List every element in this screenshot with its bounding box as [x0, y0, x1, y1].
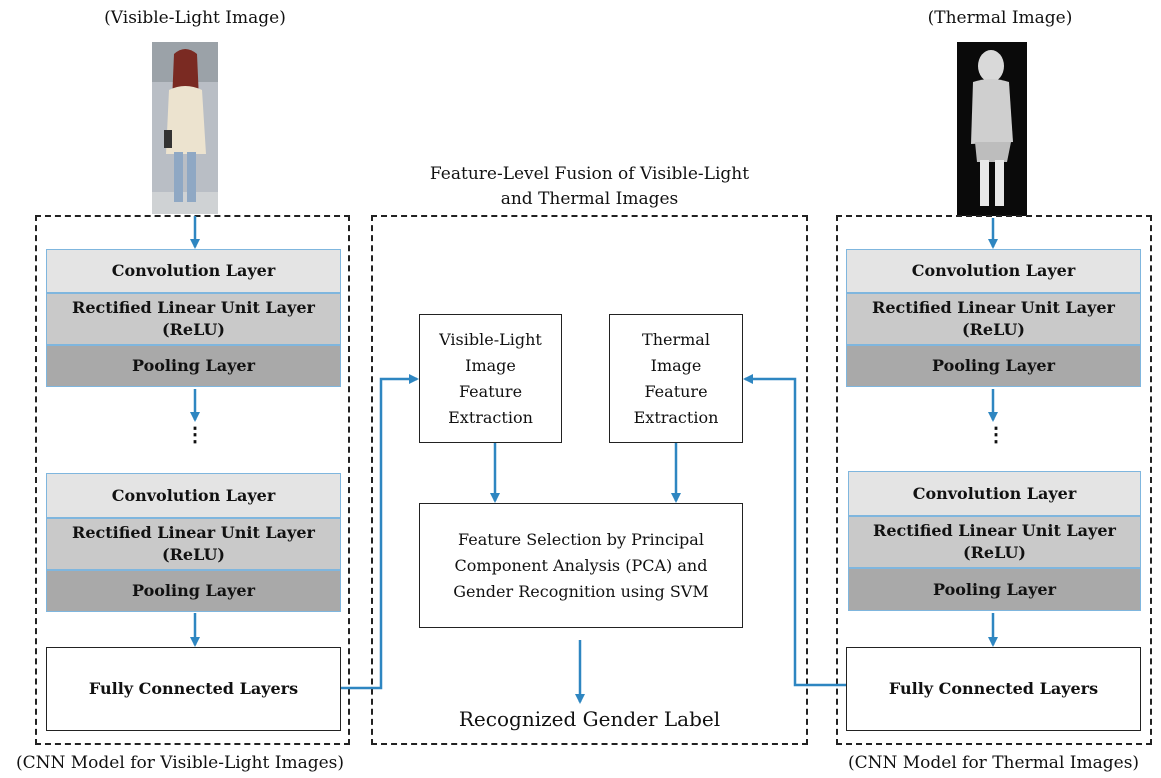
visible-cnn-caption: (CNN Model for Visible-Light Images) [15, 753, 345, 773]
feature-selection-svm-box: Feature Selection by Principal Component… [419, 503, 743, 628]
thermal-cnn-container [836, 215, 1152, 745]
right-relu-layer-2: Rectified Linear Unit Layer (ReLU) [848, 516, 1141, 568]
left-pooling-layer-1: Pooling Layer [46, 345, 341, 387]
thermal-image-caption: (Thermal Image) [927, 8, 1073, 28]
right-convolution-layer-2: Convolution Layer [848, 471, 1141, 516]
right-relu-layer-1: Rectified Linear Unit Layer (ReLU) [846, 293, 1141, 345]
left-relu-layer-2: Rectified Linear Unit Layer (ReLU) [46, 518, 341, 570]
right-pooling-layer-1: Pooling Layer [846, 345, 1141, 387]
right-pooling-layer-2: Pooling Layer [848, 568, 1141, 611]
visible-light-person-image [152, 42, 218, 214]
thermal-cnn-caption: (CNN Model for Thermal Images) [847, 753, 1140, 773]
thermal-feature-extraction-box: Thermal Image Feature Extraction [609, 314, 743, 443]
arrow-right-fc-to-thermal-extraction [743, 374, 846, 687]
right-fully-connected-layers: Fully Connected Layers [846, 647, 1141, 731]
visible-image-caption: (Visible-Light Image) [104, 8, 286, 28]
thermal-person-image [957, 42, 1027, 216]
visible-cnn-container [35, 215, 350, 745]
fusion-container [371, 215, 808, 745]
fusion-title: Feature-Level Fusion of Visible-Light an… [429, 164, 750, 209]
visible-feature-extraction-box: Visible-Light Image Feature Extraction [419, 314, 562, 443]
recognized-gender-label: Recognized Gender Label [458, 707, 721, 731]
left-relu-layer-1: Rectified Linear Unit Layer (ReLU) [46, 293, 341, 345]
right-convolution-layer-1: Convolution Layer [846, 249, 1141, 293]
left-convolution-layer-1: Convolution Layer [46, 249, 341, 293]
left-pooling-layer-2: Pooling Layer [46, 570, 341, 612]
arrow-left-fc-to-visible-extraction [341, 374, 419, 690]
left-fully-connected-layers: Fully Connected Layers [46, 647, 341, 731]
left-convolution-layer-2: Convolution Layer [46, 473, 341, 518]
